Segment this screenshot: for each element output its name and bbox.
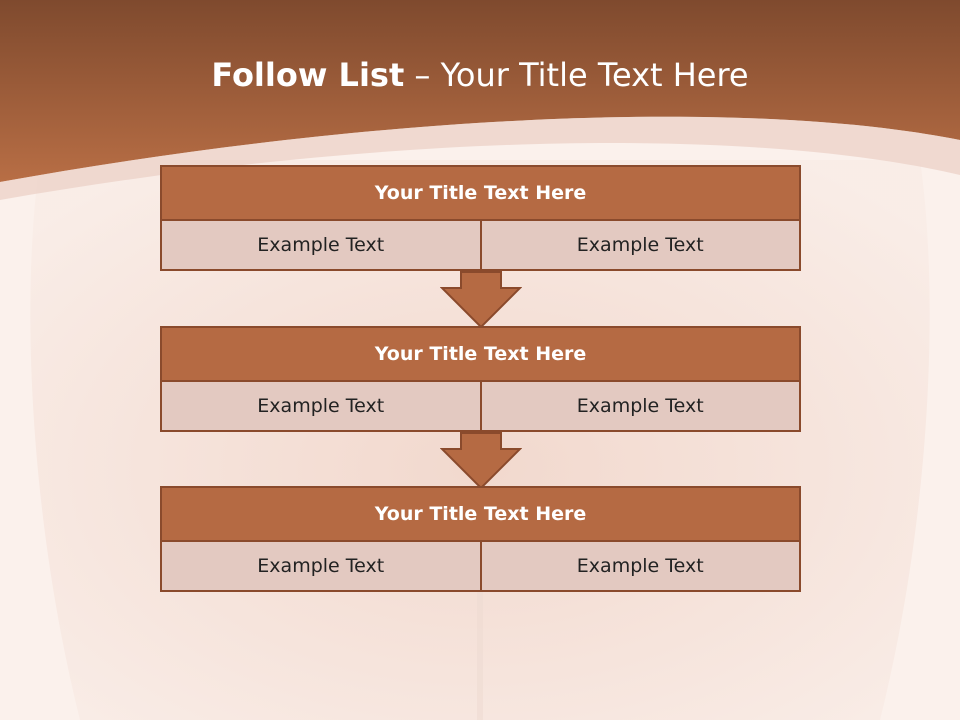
step-row: Example Text Example Text — [160, 382, 801, 432]
step-title: Your Title Text Here — [160, 165, 801, 221]
step-row: Example Text Example Text — [160, 542, 801, 592]
title-rest: – Your Title Text Here — [404, 56, 749, 94]
step-title: Your Title Text Here — [160, 486, 801, 542]
step-box-3: Your Title Text Here Example Text Exampl… — [160, 486, 801, 592]
step-box-2: Your Title Text Here Example Text Exampl… — [160, 326, 801, 432]
down-arrow-icon — [440, 432, 522, 490]
step-cell-left: Example Text — [160, 542, 482, 592]
step-cell-right: Example Text — [481, 221, 801, 271]
step-box-1: Your Title Text Here Example Text Exampl… — [160, 165, 801, 271]
step-cell-left: Example Text — [160, 221, 482, 271]
slide-title: Follow List – Your Title Text Here — [0, 52, 960, 98]
step-title: Your Title Text Here — [160, 326, 801, 382]
step-row: Example Text Example Text — [160, 221, 801, 271]
step-cell-left: Example Text — [160, 382, 482, 432]
step-cell-right: Example Text — [481, 542, 801, 592]
title-bold: Follow List — [211, 56, 405, 94]
step-cell-right: Example Text — [481, 382, 801, 432]
down-arrow-icon — [440, 271, 522, 329]
